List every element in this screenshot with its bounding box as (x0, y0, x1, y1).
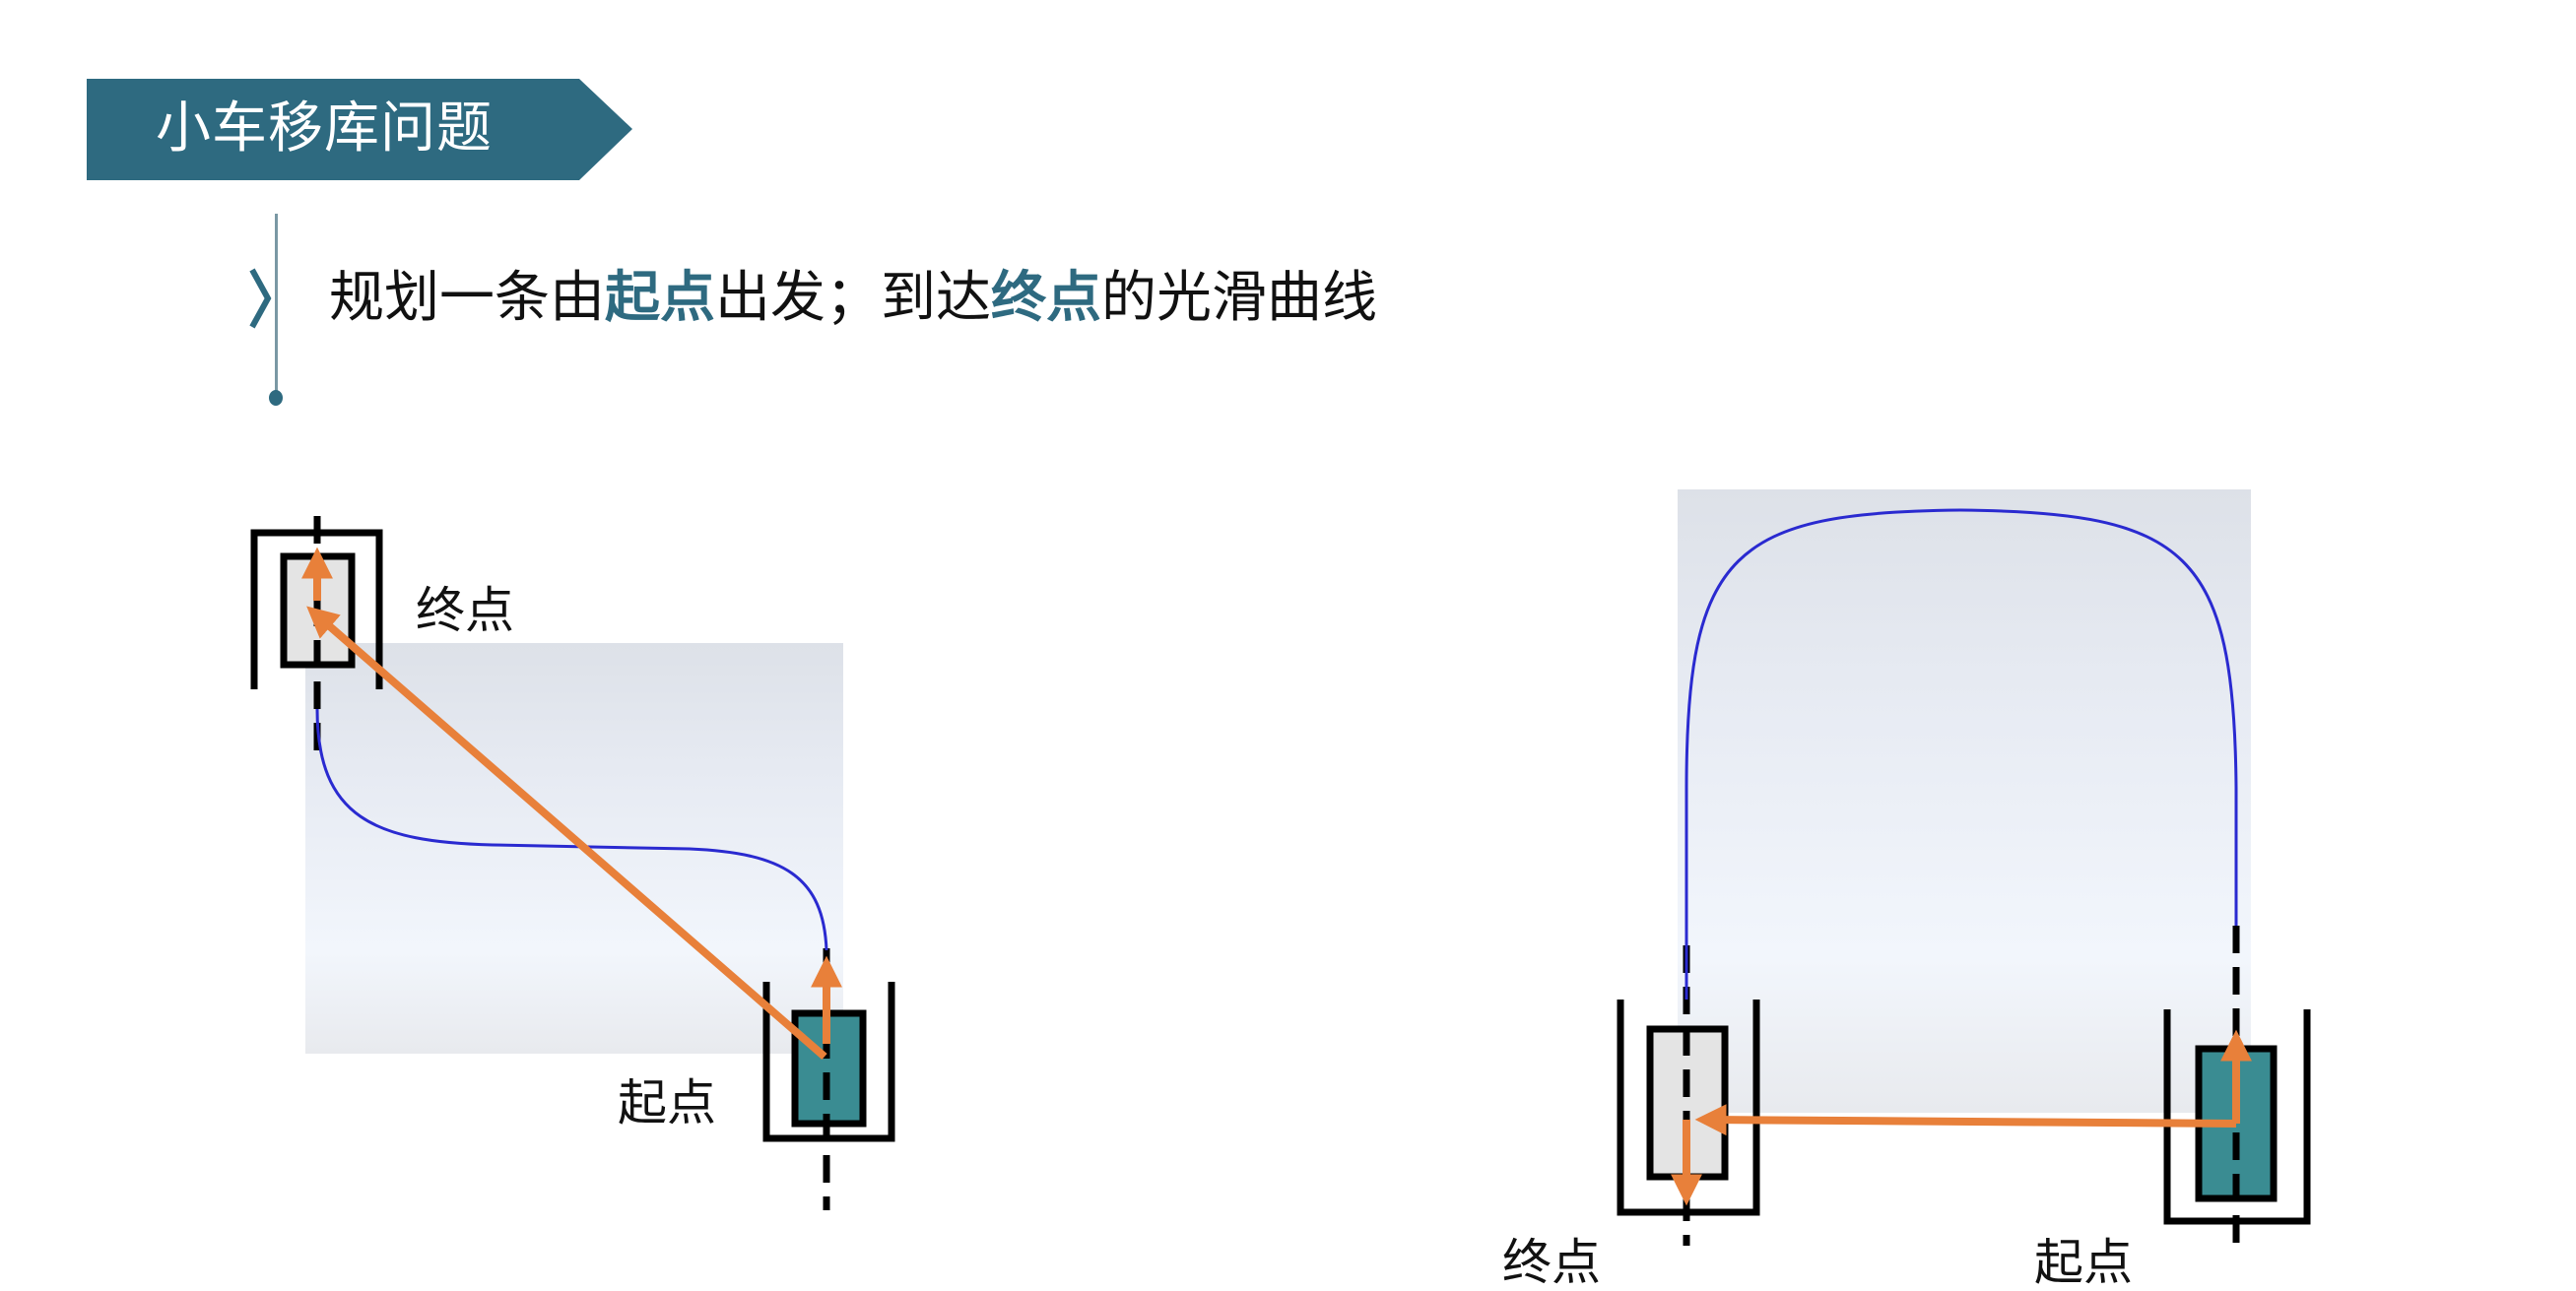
page-title: 小车移库问题 (156, 97, 493, 161)
smooth-path (1684, 508, 2238, 1000)
title-banner: 小车移库问题 (87, 79, 632, 180)
statement-text: 规划一条由 (329, 266, 605, 330)
chevron-right-icon (249, 268, 272, 329)
left-start-label: 起点 (618, 1074, 716, 1131)
bullet-dot (269, 390, 283, 406)
right-diagram (1617, 489, 2311, 1246)
smooth-path (315, 708, 828, 951)
start-term: 起点 (605, 266, 715, 330)
direct-arrow (306, 606, 827, 1061)
statement-text: 出发；到达 (715, 266, 991, 330)
right-end-label: 终点 (1502, 1234, 1601, 1291)
problem-statement: 规划一条由起点出发；到达终点的光滑曲线 (329, 264, 1377, 333)
banner-shape (87, 79, 632, 180)
left-diagram (250, 516, 895, 1210)
end-term: 终点 (991, 266, 1101, 330)
left-end-label: 终点 (416, 582, 514, 639)
bullet-line (275, 214, 278, 397)
right-start-label: 起点 (2034, 1234, 2133, 1291)
diagrams (250, 489, 2311, 1246)
statement-text: 的光滑曲线 (1101, 266, 1377, 330)
direct-arrow (1694, 1104, 2237, 1136)
right-background (1678, 489, 2251, 1113)
left-background (305, 643, 843, 1054)
